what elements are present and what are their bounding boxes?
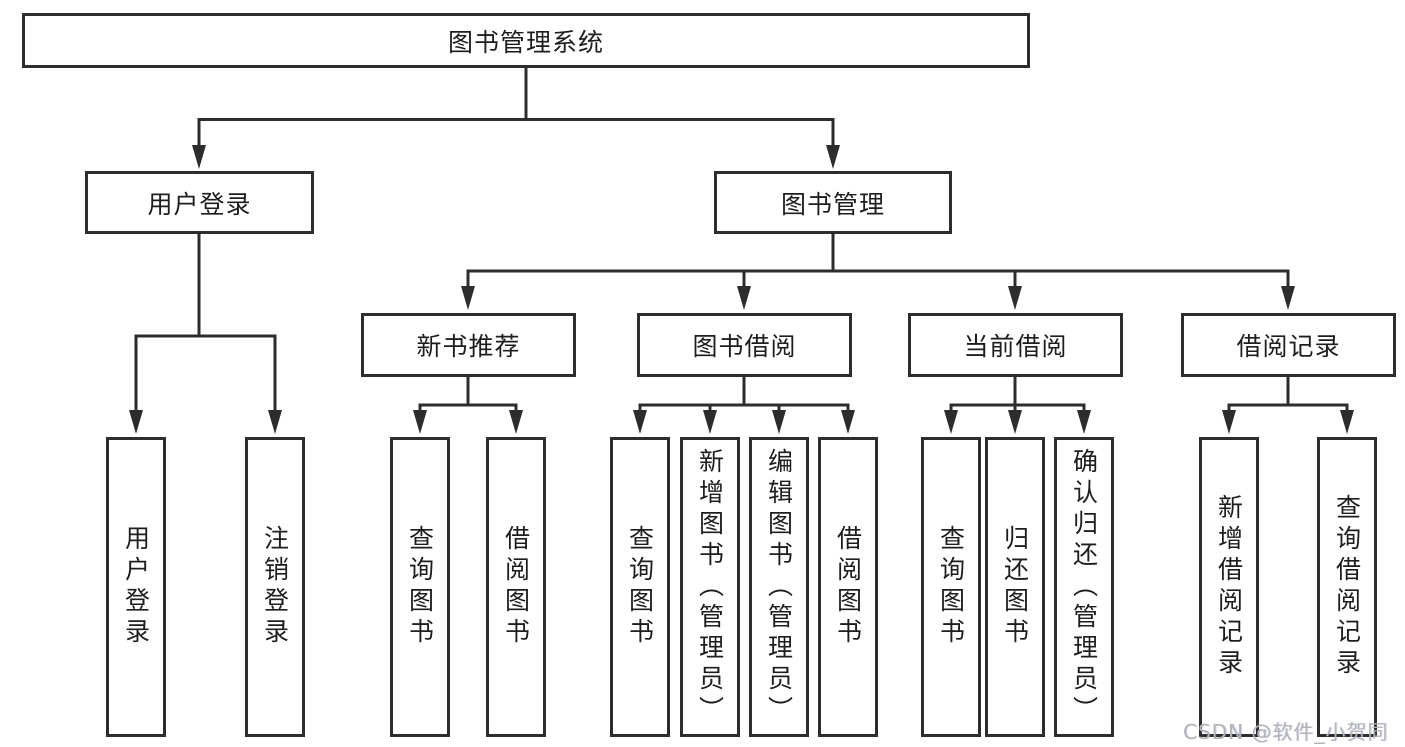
watermark: CSDN @软件_小贺同学 <box>1183 720 1389 744</box>
node-leaf-add-borrow-record: 新增借阅记录 <box>1199 437 1259 737</box>
node-leaf-confirm-return-admin: 确认归还（管理员） <box>1054 437 1114 737</box>
node-leaf-edit-books-admin: 编辑图书（管理员） <box>749 437 809 737</box>
node-section-borrowing-records: 借阅记录 <box>1181 313 1396 377</box>
node-leaf-query-books: 查询图书 <box>921 437 981 737</box>
node-leaf-logout: 注销登录 <box>245 437 305 737</box>
node-book-management: 图书管理 <box>714 171 952 234</box>
node-leaf-query-books: 查询图书 <box>390 437 450 737</box>
node-root: 图书管理系统 <box>22 13 1030 68</box>
node-leaf-query-borrow-record: 查询借阅记录 <box>1317 437 1377 737</box>
node-leaf-borrow-books: 借阅图书 <box>486 437 546 737</box>
node-section-book-borrowing: 图书借阅 <box>637 313 852 377</box>
node-section-current-borrowing: 当前借阅 <box>908 313 1123 377</box>
node-leaf-query-books: 查询图书 <box>610 437 670 737</box>
node-leaf-user-login: 用户登录 <box>106 437 166 737</box>
node-leaf-borrow-books: 借阅图书 <box>818 437 878 737</box>
node-user-login: 用户登录 <box>85 171 314 234</box>
node-leaf-add-books-admin: 新增图书（管理员） <box>680 437 740 737</box>
node-section-new-book-recommend: 新书推荐 <box>361 313 576 377</box>
node-leaf-return-books: 归还图书 <box>985 437 1045 737</box>
